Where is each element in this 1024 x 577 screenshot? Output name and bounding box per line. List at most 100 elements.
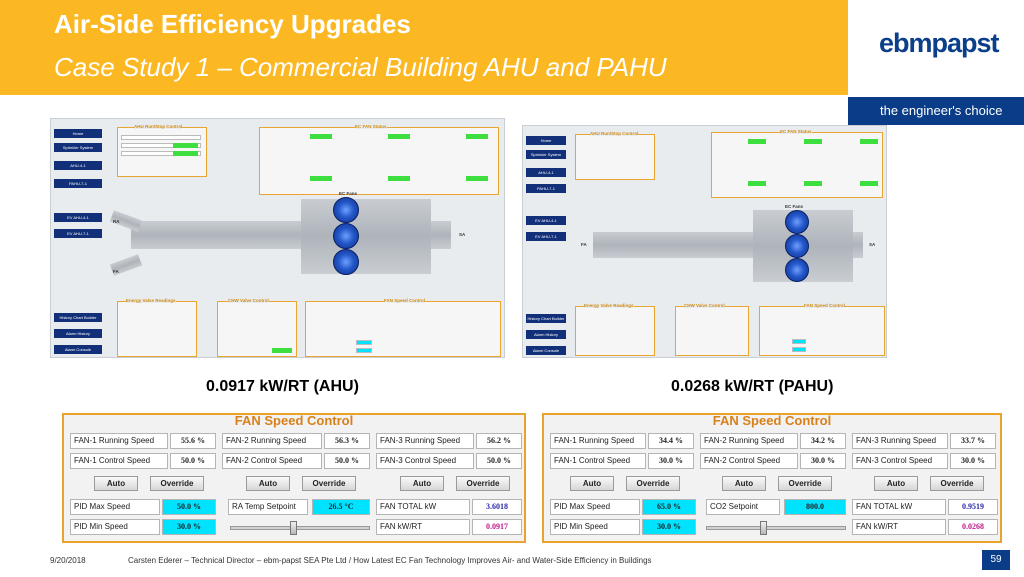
fan3-running-label: FAN-3 Running Speed	[376, 433, 474, 449]
fan2-control-label: FAN-2 Control Speed	[222, 453, 322, 469]
fan3-control-label: FAN-3 Control Speed	[376, 453, 474, 469]
pid-max-input[interactable]: 50.0 %	[162, 499, 216, 515]
ahu-scada-screenshot: Home Sprinkler System AHU-4-1 PAHU-7-1 E…	[50, 118, 505, 358]
fan2-control-value: 30.0 %	[800, 453, 846, 469]
fa-label: FA	[113, 269, 119, 274]
fan-kwrt-value: 0.0917	[472, 519, 522, 535]
nav-alarm-history[interactable]: Alarm History	[526, 330, 566, 339]
setpoint-slider-thumb[interactable]	[760, 521, 767, 535]
override-button[interactable]: Override	[150, 476, 204, 491]
nav-ev-ahu-4-1[interactable]: EV AHU-4-1	[526, 216, 566, 225]
nav-history-chart[interactable]: History Chart Builder	[54, 313, 102, 322]
nav-alarm-console[interactable]: Alarm Console	[526, 346, 566, 355]
ec-fan-1-icon	[333, 197, 359, 223]
energy-valve-panel: Energy Valve Readings	[575, 303, 655, 356]
setpoint-label: RA Temp Setpoint	[228, 499, 308, 515]
ec-fan-3-icon	[785, 258, 809, 282]
fan-total-kw-value: 0.9519	[948, 499, 998, 515]
auto-button[interactable]: Auto	[722, 476, 766, 491]
pid-min-label: PID Min Speed	[70, 519, 160, 535]
fan3-running-label: FAN-3 Running Speed	[852, 433, 948, 449]
nav-ev-ahu-7-1[interactable]: EV AHU-7-1	[526, 232, 566, 241]
tagline-bar	[848, 97, 1024, 125]
nav-sprinkler[interactable]: Sprinkler System	[526, 150, 566, 159]
setpoint-label: CO2 Setpoint	[706, 499, 780, 515]
override-button[interactable]: Override	[930, 476, 984, 491]
auto-button[interactable]: Auto	[246, 476, 290, 491]
mini-fan-speed-panel: FAN Speed Control	[305, 298, 501, 357]
fan1-running-value: 34.4 %	[648, 433, 694, 449]
fan-kwrt-value: 0.0268	[948, 519, 998, 535]
fan-total-kw-label: FAN TOTAL kW	[852, 499, 946, 515]
pahu-result-label: 0.0268 kW/RT (PAHU)	[671, 378, 834, 395]
pid-min-input[interactable]: 30.0 %	[162, 519, 216, 535]
nav-ev-ahu-4-1[interactable]: EV AHU-4-1	[54, 213, 102, 222]
slide-subtitle: Case Study 1 – Commercial Building AHU a…	[54, 52, 667, 82]
setpoint-slider[interactable]	[230, 526, 370, 530]
footer-credit: Carsten Ederer – Technical Director – eb…	[128, 556, 652, 565]
nav-history-chart[interactable]: History Chart Builder	[526, 314, 566, 323]
pid-max-label: PID Max Speed	[70, 499, 160, 515]
override-button[interactable]: Override	[302, 476, 356, 491]
fan3-control-value: 50.0 %	[476, 453, 522, 469]
fan1-control-value: 50.0 %	[170, 453, 216, 469]
ec-fan-3-icon	[333, 249, 359, 275]
auto-button[interactable]: Auto	[570, 476, 614, 491]
ec-fan-status-panel: EC FAN Status	[711, 129, 883, 198]
title-banner	[0, 0, 848, 95]
fan1-running-label: FAN-1 Running Speed	[70, 433, 168, 449]
ra-label: RA	[113, 219, 120, 224]
fan2-running-value: 34.2 %	[800, 433, 846, 449]
sa-label: SA	[869, 242, 876, 247]
setpoint-slider-thumb[interactable]	[290, 521, 297, 535]
pid-min-label: PID Min Speed	[550, 519, 640, 535]
fan1-control-value: 30.0 %	[648, 453, 694, 469]
override-button[interactable]: Override	[626, 476, 680, 491]
slide-title: Air-Side Efficiency Upgrades	[54, 9, 411, 39]
nav-ahu-4-1[interactable]: AHU-4-1	[54, 161, 102, 170]
fan-kwrt-label: FAN kW/RT	[852, 519, 946, 535]
nav-home[interactable]: Home	[54, 129, 102, 138]
nav-ahu-4-1[interactable]: AHU-4-1	[526, 168, 566, 177]
nav-sprinkler[interactable]: Sprinkler System	[54, 143, 102, 152]
run-stop-panel: AHU Run/Stop Control	[575, 131, 655, 180]
auto-button[interactable]: Auto	[400, 476, 444, 491]
ahu-fan-speed-panel: FAN Speed Control FAN-1 Running Speed 55…	[62, 413, 526, 543]
fan-total-kw-label: FAN TOTAL kW	[376, 499, 470, 515]
brand-logo: ebmpapst	[879, 28, 1000, 58]
pahu-fan-speed-panel: FAN Speed Control FAN-1 Running Speed 34…	[542, 413, 1002, 543]
override-button[interactable]: Override	[778, 476, 832, 491]
nav-ev-ahu-7-1[interactable]: EV AHU-7-1	[54, 229, 102, 238]
nav-alarm-history[interactable]: Alarm History	[54, 329, 102, 338]
page-number: 59	[982, 550, 1010, 570]
pid-max-label: PID Max Speed	[550, 499, 640, 515]
panel-title: FAN Speed Control	[712, 413, 832, 428]
fan1-running-label: FAN-1 Running Speed	[550, 433, 646, 449]
pid-max-input[interactable]: 65.0 %	[642, 499, 696, 515]
override-button[interactable]: Override	[456, 476, 510, 491]
fan3-control-label: FAN-3 Control Speed	[852, 453, 948, 469]
fan3-control-value: 30.0 %	[950, 453, 996, 469]
chw-valve-panel: CHW Valve Control	[217, 298, 297, 357]
co2-setpoint-input[interactable]: 800.0	[784, 499, 846, 515]
run-stop-panel: AHU Run/Stop Control	[117, 124, 207, 177]
ec-fans-label: EC Fans	[339, 191, 358, 196]
fa-label: FA	[581, 242, 587, 247]
nav-pahu-7-1[interactable]: PAHU-7-1	[526, 184, 566, 193]
fan-kwrt-label: FAN kW/RT	[376, 519, 470, 535]
fan1-running-value: 55.6 %	[170, 433, 216, 449]
auto-button[interactable]: Auto	[94, 476, 138, 491]
nav-alarm-console[interactable]: Alarm Console	[54, 345, 102, 354]
ra-temp-setpoint-input[interactable]: 26.5 °C	[312, 499, 370, 515]
fan1-control-label: FAN-1 Control Speed	[70, 453, 168, 469]
auto-button[interactable]: Auto	[874, 476, 918, 491]
ahu-result-label: 0.0917 kW/RT (AHU)	[206, 378, 359, 395]
nav-home[interactable]: Home	[526, 136, 566, 145]
ec-fan-1-icon	[785, 210, 809, 234]
footer-date: 9/20/2018	[50, 556, 86, 565]
pid-min-input[interactable]: 30.0 %	[642, 519, 696, 535]
setpoint-slider[interactable]	[706, 526, 846, 530]
chw-valve-panel: CHW Valve Control	[675, 303, 749, 356]
fan2-control-label: FAN-2 Control Speed	[700, 453, 798, 469]
nav-pahu-7-1[interactable]: PAHU-7-1	[54, 179, 102, 188]
